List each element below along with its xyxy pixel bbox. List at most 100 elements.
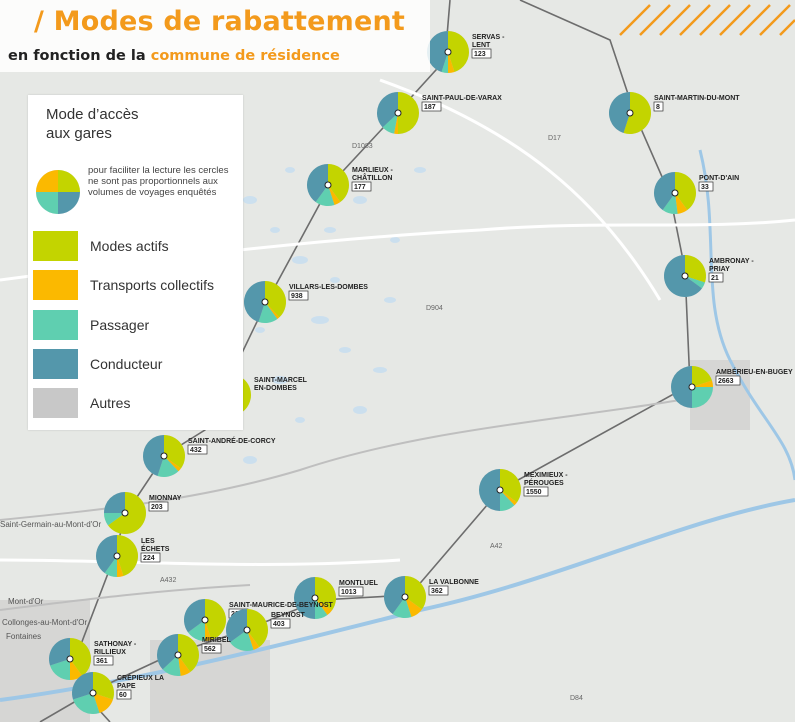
station-name: MEXIMIEUX - — [524, 472, 568, 479]
station-pie-slice — [315, 576, 336, 611]
station-count: 432 — [190, 447, 202, 454]
station-dot — [174, 651, 182, 659]
station-dot — [121, 509, 129, 517]
station-name: LA VALBONNE — [429, 579, 479, 586]
legend-swatch — [33, 310, 78, 340]
station-pie-slice — [117, 535, 138, 576]
station-pie-slice — [117, 556, 124, 577]
station-pie-slice — [315, 598, 328, 619]
station-pie-slice — [448, 52, 455, 73]
station-count: 361 — [96, 658, 108, 665]
station-pie-slice — [675, 193, 688, 214]
station-count-box — [715, 375, 741, 386]
station-count-box — [471, 48, 492, 59]
station-pie-slice — [265, 281, 286, 318]
station-name: ÉCHETS — [141, 544, 170, 553]
station-name: SAINT-MARTIN-DU-MONT — [654, 95, 740, 102]
station-name: PÉROUGES — [524, 478, 564, 487]
motorways — [0, 399, 681, 611]
station-pie-slice — [383, 576, 405, 614]
station-pie-slice — [662, 193, 678, 214]
station-name: MARLIEUX - — [352, 167, 394, 174]
station-pie-slice — [265, 302, 280, 319]
decorative-hatch — [619, 4, 795, 36]
station-marker[interactable]: SAINT-MARTIN-DU-MONT 8 — [609, 92, 740, 134]
station-dot — [324, 181, 332, 189]
station-dot — [681, 272, 689, 280]
station-pie-slice — [623, 92, 651, 134]
station-pie-slice — [315, 598, 332, 615]
station-name: SATHONAY - — [94, 641, 137, 648]
station-pie-slice — [205, 620, 212, 641]
station-pie-slice — [500, 490, 515, 511]
legend-title-line1: Mode d’accès — [46, 106, 139, 123]
station-count-box — [148, 501, 169, 512]
station-name: SERVAS - — [472, 34, 505, 41]
legend-item-passager: Passager — [33, 310, 149, 340]
station-pie-slice — [448, 31, 469, 72]
station-count-box — [140, 552, 161, 563]
station-dot — [496, 486, 504, 494]
station-dot — [261, 298, 269, 306]
station-count-box — [428, 585, 449, 596]
station-pie-slice — [205, 599, 226, 640]
station-pie-slice — [692, 366, 712, 387]
subtitle-highlight: commune de résidence — [150, 48, 340, 64]
station-count: 8 — [656, 104, 660, 111]
station-pie-slice — [178, 634, 200, 672]
station-count-box — [421, 101, 442, 112]
station-count-box — [351, 181, 372, 192]
station-pie-slice — [405, 597, 422, 617]
legend-pie-icon — [36, 170, 80, 214]
station-count: 362 — [431, 588, 443, 595]
station-pie-slice — [247, 609, 269, 647]
station-dot — [626, 109, 634, 117]
station-dot — [243, 626, 251, 634]
station-pie-slice — [609, 92, 630, 133]
station-count: 187 — [424, 104, 436, 111]
station-marker[interactable]: LA VALBONNE 362 — [383, 576, 479, 618]
station-count: 60 — [119, 692, 127, 699]
station-pie-slice — [258, 302, 278, 323]
legend-item-conducteur: Conducteur — [33, 349, 162, 379]
station-pie-slice — [95, 535, 117, 573]
station-pie-slice — [394, 113, 398, 134]
station-name: VILLARS-LES-DOMBES — [289, 284, 368, 291]
station-pie-slice — [73, 693, 100, 714]
legend-label: Transports collectifs — [90, 277, 214, 293]
station-count: 177 — [354, 184, 366, 191]
station-name: PRIAY — [709, 266, 730, 273]
station-pie-slice — [164, 456, 181, 472]
station-pie-slice — [654, 172, 675, 210]
river-ain — [698, 149, 795, 481]
station-pie-slice — [315, 185, 335, 206]
station-pie-slice — [104, 513, 125, 526]
station-count: 203 — [151, 504, 163, 511]
station-pie-slice — [48, 638, 70, 666]
station-pie-slice — [692, 387, 713, 408]
station-name: SAINT-MARCEL — [254, 377, 308, 384]
station-pie-slice — [671, 366, 692, 408]
place-label: Saint-Germain-au-Mont-d'Or — [0, 520, 101, 529]
station-pie-slice — [247, 630, 260, 650]
subtitle-prefix: en fonction de la — [8, 48, 146, 64]
station-count-box — [288, 290, 309, 301]
